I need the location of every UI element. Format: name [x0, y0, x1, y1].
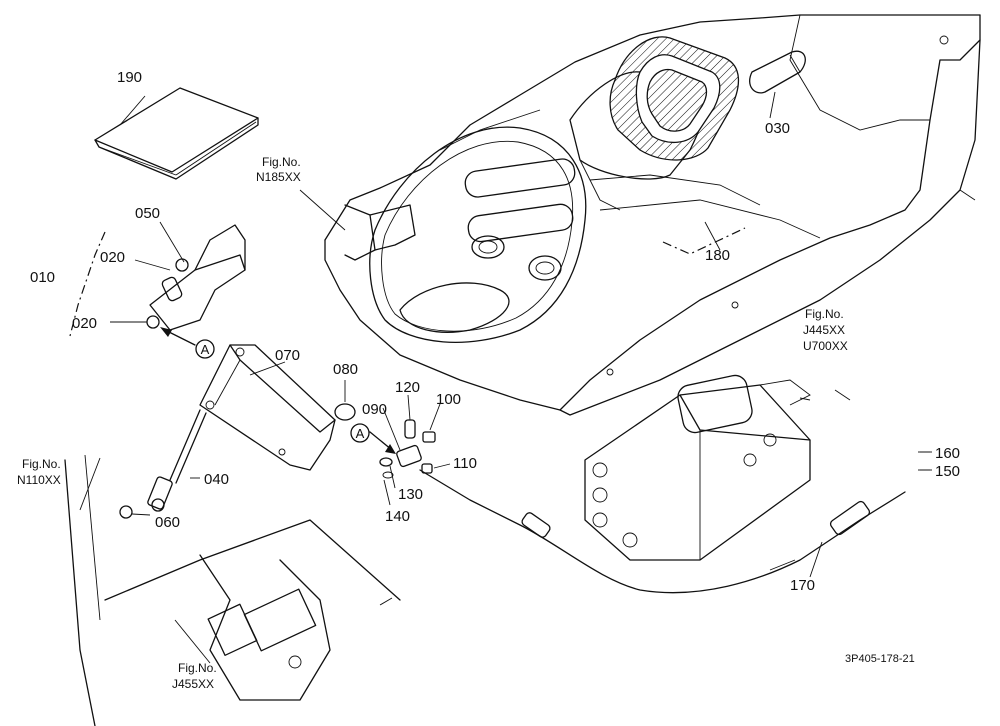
svg-text:A: A	[201, 342, 210, 357]
part-label-080: 080	[333, 361, 358, 378]
group-bracket-180	[662, 227, 746, 255]
part-label-090: 090	[362, 401, 387, 418]
part-label-110: 110	[453, 455, 477, 472]
part-label-030: 030	[765, 120, 790, 137]
part-labels: 190 050 020 010 020 070 080 120 090 100 …	[30, 69, 960, 594]
lever-bracket-assembly	[146, 224, 246, 331]
floor-frame	[64, 454, 401, 726]
part-label-170: 170	[790, 577, 815, 594]
part-label-100: 100	[436, 391, 461, 408]
seat-pan	[369, 126, 587, 343]
mount-plate	[199, 344, 336, 471]
nut-060	[119, 505, 133, 519]
lever-knob	[749, 50, 806, 94]
ref-j455-label: Fig.No.	[178, 661, 217, 675]
part-label-010: 010	[30, 269, 55, 286]
ref-n110-code: N110XX	[17, 473, 61, 487]
callout-a-right: A	[350, 423, 370, 443]
drawing-code: 3P405-178-21	[845, 653, 915, 665]
ref-n185-code: N185XX	[256, 170, 301, 184]
ref-u700-code: U700XX	[803, 339, 848, 353]
leader-lines	[79, 91, 930, 664]
part-label-050: 050	[135, 205, 160, 222]
group-bracket-010	[69, 231, 106, 337]
callout-a-left: A	[195, 339, 215, 359]
ref-j445-code: J445XX	[803, 323, 845, 337]
manual-booklet	[94, 87, 259, 180]
part-label-130: 130	[398, 486, 423, 503]
part-label-020-bottom: 020	[72, 315, 97, 332]
ref-j445-label: Fig.No.	[805, 307, 844, 321]
part-label-160: 160	[935, 445, 960, 462]
part-label-060: 060	[155, 514, 180, 531]
part-label-120: 120	[395, 379, 420, 396]
part-label-190: 190	[117, 69, 142, 86]
seat-cushion	[569, 36, 740, 211]
part-label-180: 180	[705, 247, 730, 264]
control-valve	[584, 374, 811, 561]
ref-j455-code: J455XX	[172, 677, 214, 691]
part-label-140: 140	[385, 508, 410, 525]
figure-references: Fig.No. N185XX Fig.No. N110XX Fig.No. J4…	[17, 155, 848, 691]
fender-body	[324, 14, 981, 416]
callout-arrows	[160, 327, 396, 454]
gas-spring	[147, 409, 207, 512]
control-cable	[419, 469, 906, 594]
ref-n185-label: Fig.No.	[262, 155, 301, 169]
svg-text:A: A	[356, 426, 365, 441]
cable-clamp	[379, 419, 436, 479]
part-label-150: 150	[935, 463, 960, 480]
part-label-070: 070	[275, 347, 300, 364]
ref-n110-label: Fig.No.	[22, 457, 61, 471]
nut-080	[334, 403, 356, 421]
part-label-020-top: 020	[100, 249, 125, 266]
part-label-040: 040	[204, 471, 229, 488]
